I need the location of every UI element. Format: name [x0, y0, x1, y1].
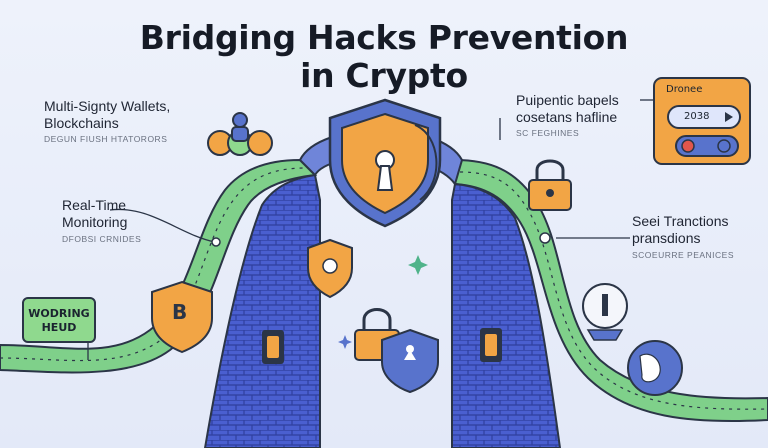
sparkle-icon-2 [338, 335, 352, 349]
transactions-label-line1: Seei Tranctions [632, 213, 729, 229]
globe-icon [627, 340, 683, 396]
shield-keyhole-icon [328, 98, 442, 228]
left-brick-wall [203, 173, 321, 448]
sparkle-icon [408, 255, 428, 275]
puipentic-label-line2: cosetans hafline [516, 109, 618, 125]
realtime-sublabel: DFOBSI CRNIDES [62, 234, 142, 244]
badge-line1: WODRING [28, 307, 90, 320]
realtime-label-line1: Real-Time [62, 197, 127, 213]
realtime-label-line2: Monitoring [62, 214, 128, 230]
monitor-lamp-icon [582, 283, 628, 341]
badge-line2: HEUD [41, 321, 77, 334]
b-shield-icon [151, 280, 213, 354]
panel-value: 2038 [684, 111, 710, 122]
page-title-line1: Bridging Hacks Prevention [139, 18, 629, 57]
center-shield-icon [381, 328, 439, 394]
multisig-label-line2: Blockchains [44, 115, 119, 131]
page-title-line2: in Crypto [300, 56, 468, 95]
panel-heading: Dronee [666, 84, 703, 95]
multisig-label-line1: Multi-Signty Wallets, [44, 98, 171, 114]
right-brick-wall [451, 182, 562, 448]
transactions-label-line2: pransdions [632, 230, 701, 246]
puipentic-label: Puipentic bapels cosetans hafline [516, 92, 619, 126]
coin-shield-icon [307, 238, 353, 299]
multisig-label: Multi-Signty Wallets, Blockchains [44, 98, 170, 132]
connector-lines [87, 99, 654, 360]
realtime-label: Real-Time Monitoring [62, 197, 127, 231]
multisig-people-icon [207, 112, 273, 156]
puipentic-sublabel: SC FEGHINES [516, 128, 580, 138]
b-shield-letter: B [172, 300, 188, 324]
padlock-icon [528, 159, 572, 211]
transactions-sublabel: SCOEURRE PEANICES [632, 250, 735, 260]
control-panel-icon [653, 77, 751, 165]
wodring-badge: WODRING HEUD [22, 297, 96, 343]
puipentic-label-line1: Puipentic bapels [516, 92, 619, 108]
transactions-label: Seei Tranctions pransdions [632, 213, 729, 247]
multisig-sublabel: DEGUN FIUSH HTATORORS [44, 134, 168, 144]
